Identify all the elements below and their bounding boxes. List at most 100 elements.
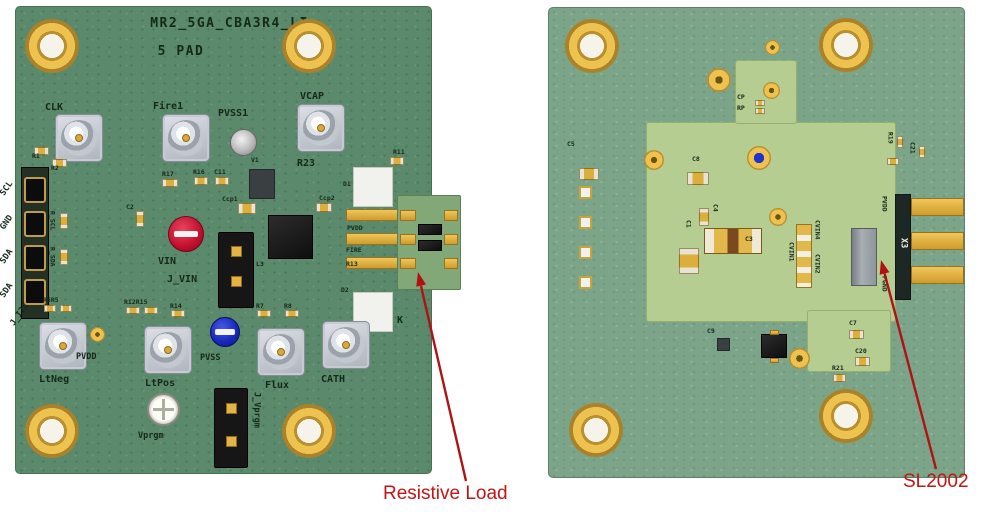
header-pin bbox=[226, 403, 237, 414]
refdes: C11 bbox=[214, 168, 226, 176]
sma-center-pin bbox=[59, 342, 67, 350]
resistive-load-card bbox=[397, 195, 461, 290]
smd-capacitor bbox=[679, 248, 699, 274]
refdes: PVDD bbox=[347, 224, 363, 232]
pvdd-testpoint bbox=[90, 327, 105, 342]
mounting-hole bbox=[282, 19, 336, 73]
small-ic bbox=[249, 169, 275, 199]
smd-resistor bbox=[755, 100, 765, 106]
board-title: MR2_5GA_CBA3R4_LI bbox=[150, 16, 309, 31]
pad bbox=[770, 358, 779, 363]
inductor bbox=[268, 215, 313, 259]
header-pin bbox=[231, 246, 242, 257]
refdes: R_SDA bbox=[48, 247, 57, 267]
sl2002-ic bbox=[851, 228, 877, 286]
sma-connector-fire1 bbox=[162, 114, 210, 162]
i2c-pad-gnd bbox=[24, 211, 46, 237]
pvss1-capacitor bbox=[230, 129, 257, 156]
refdes: C4 bbox=[711, 204, 720, 212]
pad-square bbox=[579, 246, 592, 259]
edge-pad bbox=[346, 233, 398, 245]
refdes: R2 bbox=[51, 164, 59, 172]
multi-pad-component bbox=[796, 224, 812, 288]
header-pin bbox=[226, 436, 237, 447]
via-testpoint bbox=[789, 348, 810, 369]
edge-pad bbox=[400, 234, 416, 245]
i2c-pad-sda2 bbox=[24, 279, 46, 305]
mounting-hole bbox=[569, 403, 623, 457]
refdes: Ccp2 bbox=[319, 194, 335, 202]
refdes: CVIN1 bbox=[787, 242, 796, 262]
header-pin bbox=[231, 276, 242, 287]
label-rp: RP bbox=[737, 104, 745, 112]
smd-capacitor bbox=[717, 338, 730, 351]
smd-resistor bbox=[390, 157, 404, 165]
refdes: D1 bbox=[343, 180, 351, 188]
smd-capacitor bbox=[136, 211, 144, 227]
j-vin-header bbox=[218, 232, 254, 308]
label-pvss1: PVSS1 bbox=[218, 108, 249, 119]
edge-pad bbox=[444, 234, 458, 245]
label-x3: X3 bbox=[898, 238, 909, 249]
power-resistor bbox=[704, 228, 762, 254]
smd-capacitor bbox=[699, 208, 709, 226]
label-scl: SCL bbox=[0, 179, 16, 198]
label-ltneg: LtNeg bbox=[39, 374, 70, 385]
smd-resistor bbox=[833, 374, 846, 382]
smd-ic bbox=[761, 330, 787, 363]
smd-capacitor bbox=[687, 172, 709, 185]
i2c-pad-sda1 bbox=[24, 245, 46, 271]
inner-module-area bbox=[807, 310, 891, 372]
capacitor-polarity-mark bbox=[174, 231, 198, 237]
label-r23: R23 bbox=[297, 158, 316, 169]
refdes: V1 bbox=[251, 156, 259, 164]
diode-d1 bbox=[353, 167, 393, 207]
refdes: C2 bbox=[126, 203, 134, 211]
label-vin: VIN bbox=[158, 256, 177, 267]
sma-center-pin bbox=[164, 346, 172, 354]
sma-connector-ltneg bbox=[39, 322, 87, 370]
smd-capacitor bbox=[215, 177, 229, 185]
refdes: FIRE bbox=[346, 246, 362, 254]
pad-square bbox=[579, 186, 592, 199]
mounting-hole bbox=[282, 404, 336, 458]
label-ltpos: LtPos bbox=[145, 378, 176, 389]
pcb-right-board: CP RP C5 C8 C4 C1 C3 CVIN4 CVIN2 CVIN1 P… bbox=[548, 7, 965, 478]
smd-resistor bbox=[194, 177, 208, 185]
refdes: C3 bbox=[745, 235, 753, 243]
refdes: R16 bbox=[193, 168, 205, 176]
sma-connector-vcap bbox=[297, 104, 345, 152]
sma-connector-flux bbox=[257, 328, 305, 376]
sma-center-pin bbox=[182, 134, 190, 142]
smd-capacitor bbox=[238, 203, 256, 214]
label-vcap: VCAP bbox=[300, 91, 325, 102]
via-testpoint-blue bbox=[747, 146, 771, 170]
via-testpoint bbox=[769, 208, 787, 226]
sma-connector-cath bbox=[322, 321, 370, 369]
refdes: R6R5 bbox=[43, 296, 59, 304]
via-testpoint bbox=[644, 150, 664, 170]
label-gnd: GND bbox=[0, 213, 16, 232]
smd-resistor bbox=[285, 310, 299, 317]
load-resistor bbox=[418, 240, 442, 251]
refdes: CVIN4 bbox=[813, 220, 822, 240]
sma-connector-clk bbox=[55, 114, 103, 162]
edge-pad bbox=[444, 210, 458, 221]
refdes: PVDD bbox=[880, 196, 889, 212]
smd-resistor bbox=[34, 147, 49, 155]
refdes: R17 bbox=[162, 170, 174, 178]
screw-slot bbox=[162, 399, 166, 420]
edge-pad bbox=[444, 258, 458, 269]
refdes: R_SCL bbox=[48, 211, 57, 231]
smd-resistor bbox=[897, 136, 903, 148]
smd-resistor bbox=[52, 159, 67, 167]
refdes: CVIN2 bbox=[813, 254, 822, 274]
label-sda-2: SDA bbox=[0, 281, 16, 300]
mounting-hole bbox=[25, 404, 79, 458]
smd-capacitor bbox=[855, 357, 870, 366]
smd-capacitor bbox=[919, 146, 925, 158]
pad-square bbox=[579, 276, 592, 289]
pad-square bbox=[579, 216, 592, 229]
annotation-resistive-load: Resistive Load bbox=[383, 483, 508, 504]
